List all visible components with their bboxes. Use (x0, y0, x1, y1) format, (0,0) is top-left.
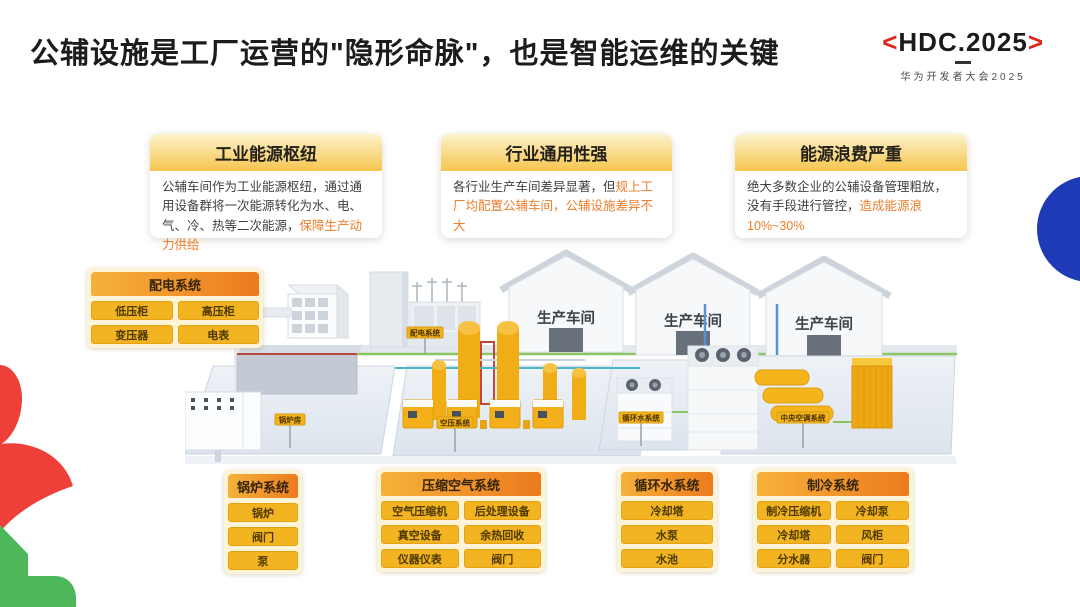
sysbox-circulating-water: 循环水系统 冷却塔 水泵 水池 (617, 468, 717, 572)
sysbox-title: 制冷系统 (757, 472, 909, 496)
equipment-item: 阀门 (228, 527, 298, 546)
equipment-item: 泵 (228, 551, 298, 570)
sysbox-refrigeration: 制冷系统 制冷压缩机 冷却泵 冷却塔 风柜 分水器 阀门 (753, 468, 913, 572)
sysbox-items: 空气压缩机 后处理设备 真空设备 余热回收 仪器仪表 阀门 (381, 501, 541, 568)
card-body-text: 各行业生产车间差异显著，但 (453, 180, 616, 194)
card-title: 能源浪费严重 (735, 134, 967, 171)
sysbox-title: 压缩空气系统 (381, 472, 541, 496)
production-building-2: 生产车间 (626, 252, 760, 356)
card-text: 公辅车间作为工业能源枢纽，通过通用设备群将一次能源转化为水、电、气、冷、热等二次… (150, 171, 382, 256)
sysbox-boiler: 锅炉系统 锅炉 阀门 泵 (224, 470, 302, 574)
production-building-1: 生产车间 (499, 249, 633, 353)
equipment-item: 冷却泵 (835, 501, 909, 520)
blue-circle-decoration (1037, 176, 1080, 282)
equipment-item: 变压器 (91, 325, 173, 344)
equipment-item: 水泵 (621, 525, 713, 544)
page-title: 公辅设施是工厂运营的"隐形命脉"，也是智能运维的关键 (30, 38, 780, 70)
equipment-item: 分水器 (757, 549, 831, 568)
card-highlight-text: 规上工厂均配置公辅车间，公辅设施差异不大 (453, 180, 654, 233)
card-title: 行业通用性强 (441, 134, 672, 171)
equipment-item: 仪器仪表 (381, 549, 459, 568)
scene-label-power-distribution: 配电系统 (410, 328, 440, 338)
logo-subtitle: 华为开发者大会2025 (900, 72, 1026, 83)
sysbox-items: 制冷压缩机 冷却泵 冷却塔 风柜 分水器 阀门 (757, 501, 909, 568)
card-title: 工业能源枢纽 (150, 134, 382, 171)
scene-label-air-compression: 空压系统 (440, 418, 470, 428)
building-label: 生产车间 (795, 315, 853, 333)
card-text: 绝大多数企业的公辅设备管理粗放，没有手段进行管控，造成能源浪10%~30% (735, 171, 967, 236)
scene-label-boiler-room: 锅炉房 (279, 415, 302, 425)
card-energy-hub: 工业能源枢纽 公辅车间作为工业能源枢纽，通过通用设备群将一次能源转化为水、电、气… (150, 134, 382, 252)
scene-label-central-ac: 中央空调系统 (781, 413, 826, 423)
utility-building (369, 271, 409, 348)
equipment-item: 制冷压缩机 (757, 501, 831, 520)
card-text: 各行业生产车间差异显著，但规上工厂均配置公辅车间，公辅设施差异不大 (441, 171, 672, 236)
logo-left-bracket: < (882, 27, 899, 57)
sysbox-items: 冷却塔 水泵 水池 (621, 501, 713, 568)
card-industry-universal: 行业通用性强 各行业生产车间差异显著，但规上工厂均配置公辅车间，公辅设施差异不大 (441, 134, 672, 238)
flower-decoration (0, 365, 76, 607)
sysbox-title: 锅炉系统 (228, 474, 298, 498)
scene-sign-labels: 配电系统 锅炉房 空压系统 循环水系统 中央空调系统 (274, 326, 830, 452)
equipment-item: 电表 (177, 325, 259, 344)
building-label: 生产车间 (664, 312, 722, 330)
red-petal-large (0, 443, 73, 532)
card-body-text: 绝大多数企业的公辅设备管理粗放，没有手段进行管控， (747, 180, 948, 214)
equipment-item: 空气压缩机 (381, 501, 459, 520)
sysbox-items: 锅炉 阀门 泵 (228, 503, 298, 570)
hdc-logo: <HDC.2025> 华为开发者大会2025 (882, 27, 1044, 83)
sysbox-compressed-air: 压缩空气系统 空气压缩机 后处理设备 真空设备 余热回收 仪器仪表 阀门 (377, 468, 545, 572)
card-highlight-text: 保障生产动力供给 (162, 218, 363, 253)
red-petal-small (0, 365, 22, 445)
building-label: 生产车间 (537, 309, 595, 327)
card-highlight-text: 造成能源浪10%~30% (747, 199, 923, 233)
equipment-item: 水池 (621, 549, 713, 568)
scene-label-circulating-water: 循环水系统 (622, 413, 660, 423)
equipment-item: 风柜 (835, 525, 909, 544)
substation-building (286, 283, 350, 339)
card-body-text: 公辅车间作为工业能源枢纽，通过通用设备群将一次能源转化为水、电、气、冷、热等二次… (162, 180, 363, 233)
logo-wordmark: <HDC.2025> (882, 27, 1044, 58)
logo-text: HDC.2025 (898, 27, 1028, 57)
sysbox-items: 低压柜 高压柜 变压器 电表 (91, 301, 259, 344)
equipment-item: 锅炉 (228, 503, 298, 522)
equipment-item: 后处理设备 (463, 501, 541, 520)
sysbox-title: 循环水系统 (621, 472, 713, 496)
equipment-item: 冷却塔 (621, 501, 713, 520)
equipment-item: 高压柜 (177, 301, 259, 320)
equipment-item: 真空设备 (381, 525, 459, 544)
sysbox-title: 配电系统 (91, 272, 259, 296)
card-energy-waste: 能源浪费严重 绝大多数企业的公辅设备管理粗放，没有手段进行管控，造成能源浪10%… (735, 134, 967, 238)
equipment-item: 阀门 (463, 549, 541, 568)
factory-3d-diagram: 生产车间 生产车间 生产车间 (185, 249, 957, 464)
equipment-item: 低压柜 (91, 301, 173, 320)
green-leaf (0, 525, 76, 607)
building-door (549, 328, 583, 352)
equipment-item: 阀门 (835, 549, 909, 568)
logo-right-bracket: > (1027, 27, 1044, 57)
production-building-3: 生产车间 (756, 255, 892, 360)
sysbox-power-distribution: 配电系统 低压柜 高压柜 变压器 电表 (87, 268, 263, 348)
building-door (807, 335, 841, 359)
equipment-item: 冷却塔 (757, 525, 831, 544)
equipment-item: 余热回收 (463, 525, 541, 544)
logo-divider (955, 61, 972, 64)
